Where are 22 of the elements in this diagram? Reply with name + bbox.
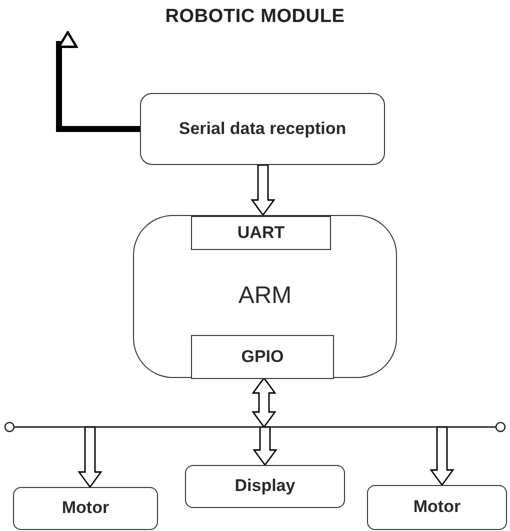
block-arrow — [78, 426, 102, 488]
block-arrow — [252, 426, 278, 466]
node-label: Serial data reception — [178, 118, 346, 140]
process-box — [13, 487, 158, 530]
node-label: Motor — [413, 496, 461, 518]
node-label: Motor — [62, 497, 110, 520]
process-box — [367, 485, 507, 530]
process-box — [140, 93, 385, 165]
port-box — [191, 335, 334, 379]
node-label: Display — [234, 475, 296, 498]
node-label: UART — [237, 222, 285, 244]
processor-block — [133, 215, 397, 378]
port-box — [191, 216, 331, 250]
diagram-title: ROBOTIC MODULE — [164, 6, 346, 28]
double-headed-block-arrow — [252, 376, 276, 428]
block-arrow — [250, 164, 276, 216]
processor-label: ARM — [238, 281, 292, 312]
block-arrow — [430, 426, 454, 486]
bus-line — [4, 421, 506, 433]
process-box — [185, 465, 345, 508]
node-label: GPIO — [241, 346, 284, 368]
thick-arrow — [56, 31, 140, 132]
